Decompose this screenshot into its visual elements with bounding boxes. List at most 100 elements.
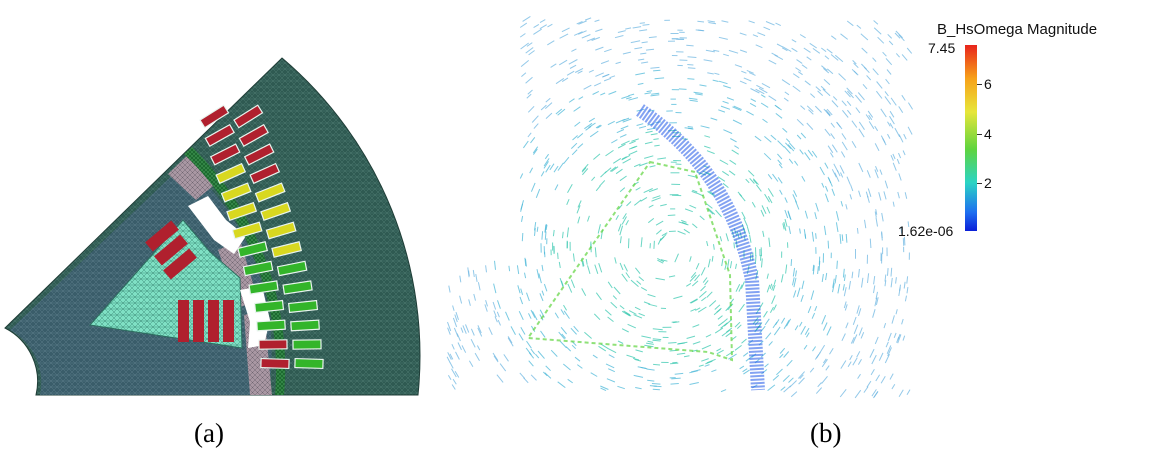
field-vector [617,223,622,232]
field-vector [722,182,729,188]
field-vector [825,365,830,371]
field-vector [494,316,498,323]
field-vector [718,36,728,40]
field-vector [600,92,606,96]
field-vector [708,300,717,307]
field-vector [510,326,516,335]
field-vector [785,264,788,274]
field-vector [706,203,713,209]
field-vector [716,307,722,313]
air-gap-notch-2 [240,286,270,348]
field-vector [566,199,570,205]
field-vector [804,327,810,336]
field-vector [798,71,803,76]
field-vector [597,224,601,234]
field-vector [644,155,654,159]
coil-conductor [209,143,241,166]
field-vector [687,67,696,69]
field-vector [557,162,564,171]
field-vector [612,295,618,300]
field-vector [759,325,766,334]
field-vector [576,133,584,139]
field-vector [907,126,913,135]
field-vector [447,375,452,380]
field-vector [837,283,841,294]
field-vector [588,69,594,73]
field-vector [897,334,901,340]
field-vector [887,33,893,39]
field-vector [600,387,607,392]
field-vector [800,132,807,139]
field-vector [733,105,742,111]
field-vector [790,391,798,398]
field-vector [641,335,652,339]
field-vector [735,263,737,269]
field-vector [494,260,496,270]
field-vector [831,100,839,108]
field-vector [832,283,835,293]
field-vector [714,304,721,310]
rotor-edge-segment-1 [168,153,213,200]
field-vector [603,77,612,82]
field-vector [763,152,772,161]
field-vector [887,268,889,276]
field-vector [794,325,799,331]
field-vector [525,47,534,54]
field-vector [822,358,827,364]
field-vector [902,150,906,156]
field-vector [522,140,529,149]
colorbar [965,45,977,231]
field-vector [711,369,717,373]
field-vector [826,48,833,54]
field-vector [739,32,747,36]
field-vector [776,368,783,376]
field-vector [704,364,710,367]
field-vector [451,368,457,378]
field-vector [651,92,660,95]
field-vector [697,306,707,313]
field-vector [645,48,655,51]
field-vector [582,260,585,267]
field-vector [701,344,712,350]
field-vector [787,210,792,221]
field-vector [452,378,457,385]
field-vector [621,154,631,161]
field-vector [892,153,896,160]
field-vector [739,49,748,53]
field-vector [561,77,569,83]
field-vector [749,234,752,243]
field-vector [867,273,870,284]
field-vector [535,353,540,359]
field-vector [525,76,533,84]
field-vector [849,194,853,200]
field-vector [889,115,895,125]
field-vector [626,201,632,207]
field-vector [636,280,642,285]
field-vector [792,85,801,93]
field-vector [484,304,488,312]
coil-conductor [242,260,274,277]
field-vector [840,200,844,207]
field-vector [599,180,606,187]
field-vector [621,273,628,282]
field-vector [745,178,750,184]
coil-conductor [271,241,303,258]
field-vector [607,281,613,289]
field-vector [684,208,693,213]
field-vector [497,300,501,309]
field-vector [702,277,708,283]
field-vector [867,195,870,203]
field-vector [861,277,864,288]
field-vector [740,281,745,289]
field-vector [706,150,715,155]
field-vector [820,47,827,52]
field-vector [673,295,683,300]
field-vector [867,110,874,118]
field-vector [496,311,500,318]
field-vector [562,363,571,371]
field-vector [722,100,729,104]
field-vector [804,80,811,86]
field-vector [572,135,578,141]
field-vector [878,192,882,201]
field-vector [689,256,692,262]
